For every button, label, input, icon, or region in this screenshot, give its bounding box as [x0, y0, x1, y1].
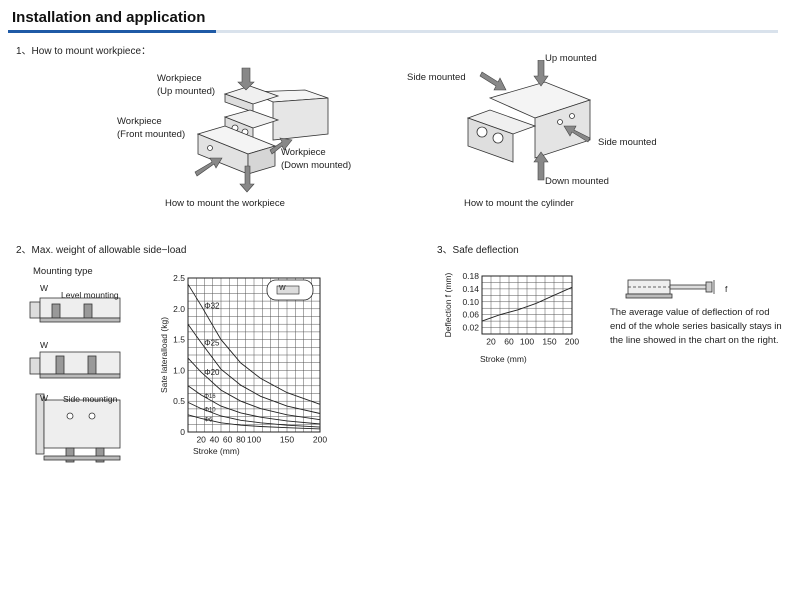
x-tick-label: 20	[196, 435, 206, 445]
label-up-mounted-cyl: Up mounted	[545, 53, 597, 64]
section1-heading: 1、How to mount workpiece：	[16, 46, 152, 57]
page-title: Installation and application	[12, 9, 206, 26]
label-workpiece-down: Workpiece	[281, 147, 326, 158]
series-line	[187, 401, 321, 428]
section3-heading: 3、Safe deflection	[437, 245, 519, 256]
x-tick-label: 40	[210, 435, 220, 445]
y-axis-label: Deflection f (mm)	[443, 272, 453, 337]
cylinder-mounting-illustration	[466, 60, 592, 181]
x-tick-label: 150	[280, 435, 294, 445]
plot-frame	[481, 275, 573, 335]
series-line	[187, 414, 321, 430]
chart-grid	[481, 275, 573, 335]
title-underline	[8, 30, 216, 33]
series-label: Φ10	[204, 408, 216, 414]
y-tick-label: 0.14	[462, 284, 479, 294]
x-tick-label: 200	[313, 435, 327, 445]
deflection-chart: 0.02 0.06 0.10 0.14 0.18 20 60 100 150 200Stroke …	[443, 271, 579, 364]
x-tick-label: 100	[520, 337, 534, 347]
w-label-1: W	[40, 283, 49, 293]
series-line	[187, 323, 321, 414]
y-tick-label: 0.10	[462, 297, 479, 307]
title-rule	[216, 30, 778, 33]
w-label-2: W	[40, 340, 49, 350]
y-tick-label: 1.5	[173, 335, 185, 345]
x-tick-label: 150	[542, 337, 556, 347]
label-side-mounted-left: Side mounted	[407, 72, 466, 83]
label-side-mounted-right: Side mounted	[598, 137, 657, 148]
series-line	[187, 283, 321, 405]
series-label: Φ16	[204, 394, 216, 400]
w-label-3: W	[40, 393, 49, 403]
section2-heading: 2、Max. weight of allowable side−load	[16, 245, 187, 256]
y-tick-label: 0.18	[462, 271, 479, 281]
series-line	[481, 286, 573, 322]
series-label: Φ6	[204, 417, 213, 423]
mounting-type-label: Mounting type	[33, 266, 93, 277]
x-axis-label: Stroke (mm)	[193, 446, 240, 456]
label-workpiece-up: Workpiece	[157, 73, 202, 84]
series-label: Φ25	[204, 339, 220, 348]
inset-body	[276, 285, 300, 295]
y-tick-label: 0.06	[462, 310, 479, 320]
y-tick-label: 2.0	[173, 304, 185, 314]
label-down-mounted-cyl: Down mounted	[545, 176, 609, 187]
y-tick-label: 0.5	[173, 396, 185, 406]
level-mounting-label: Level mounting	[61, 290, 119, 300]
y-tick-label: 2.5	[173, 273, 185, 283]
mounting-type-diagrams	[29, 297, 121, 463]
x-tick-label: 200	[565, 337, 579, 347]
x-tick-label: 80	[236, 435, 246, 445]
y-axis-label: Sate lateralload (kg)	[159, 317, 169, 393]
side-mounting-label: Side mountign	[63, 394, 118, 404]
label-workpiece-front: Workpiece	[117, 116, 162, 127]
x-axis-label: Stroke (mm)	[480, 354, 527, 364]
y-tick-label: 0	[180, 427, 185, 437]
caption-workpiece: How to mount the workpiece	[165, 198, 285, 209]
series-line	[187, 385, 321, 425]
y-tick-label: 1.0	[173, 365, 185, 375]
label-front-mounted: (Front mounted)	[117, 129, 186, 140]
plot-frame	[187, 277, 321, 433]
x-tick-label: 20	[486, 337, 496, 347]
y-tick-label: 0.02	[462, 323, 479, 333]
inset-w-label: W	[279, 285, 286, 292]
series-label: Φ20	[204, 368, 220, 377]
w-inset-icon: W	[266, 279, 314, 301]
caption-cylinder: How to mount the cylinder	[464, 198, 574, 209]
label-up-mounted: (Up mounted)	[157, 86, 216, 97]
deflection-description: The average value of deflection of rod e…	[610, 307, 782, 346]
series-label: Φ32	[204, 302, 220, 311]
x-tick-label: 60	[504, 337, 514, 347]
f-label: f	[725, 284, 728, 294]
label-down-mounted: (Down mounted)	[281, 160, 352, 171]
x-tick-label: 60	[223, 435, 233, 445]
x-tick-label: 100	[247, 435, 261, 445]
deflection-illustration	[625, 279, 715, 299]
workpiece-mounting-illustration	[194, 67, 329, 193]
series-line	[187, 357, 321, 421]
